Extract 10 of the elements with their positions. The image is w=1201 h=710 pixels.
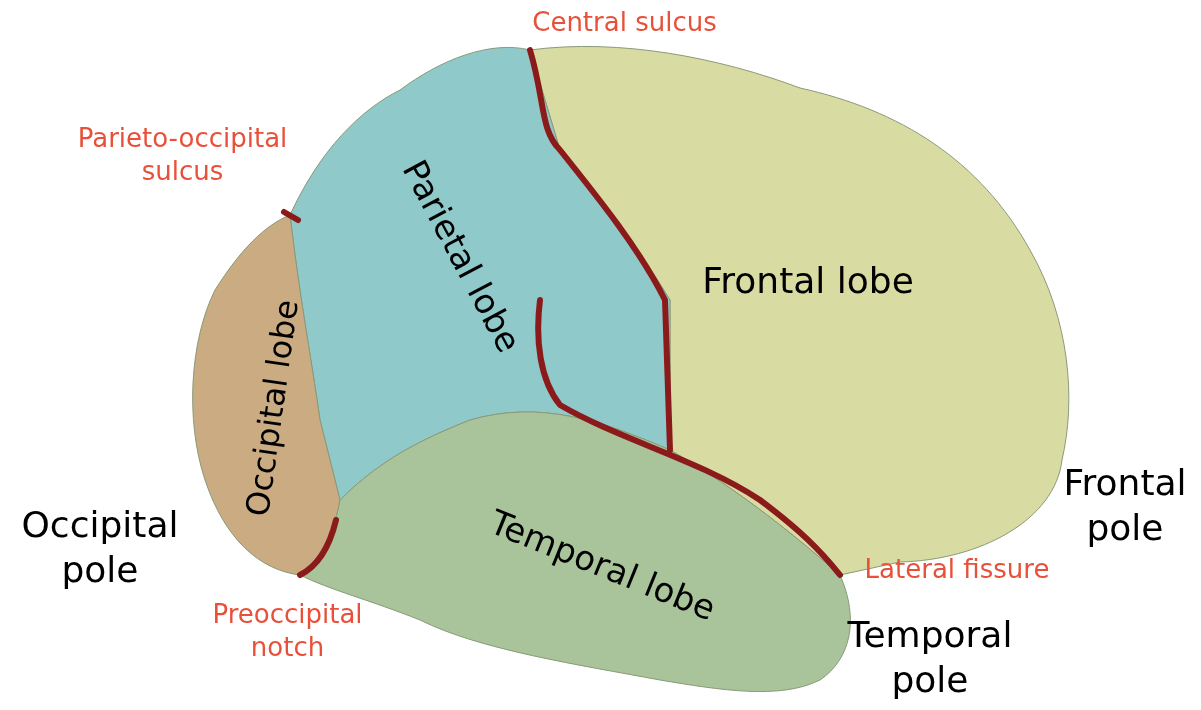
anatomy-label: Frontal pole [1062,461,1188,550]
anatomy-label: Preoccipital notch [211,598,364,663]
anatomy-label: Temporal pole [846,613,1014,702]
anatomy-label: Occipital pole [20,503,180,592]
lobe-label: Frontal lobe [702,259,914,301]
anatomy-label: Parieto-occipital sulcus [76,122,289,187]
lobe-region [192,214,341,576]
anatomy-label: Central sulcus [531,6,718,39]
anatomy-label: Lateral fissure [863,553,1051,586]
lobe-label: Occipital lobe [238,297,306,519]
